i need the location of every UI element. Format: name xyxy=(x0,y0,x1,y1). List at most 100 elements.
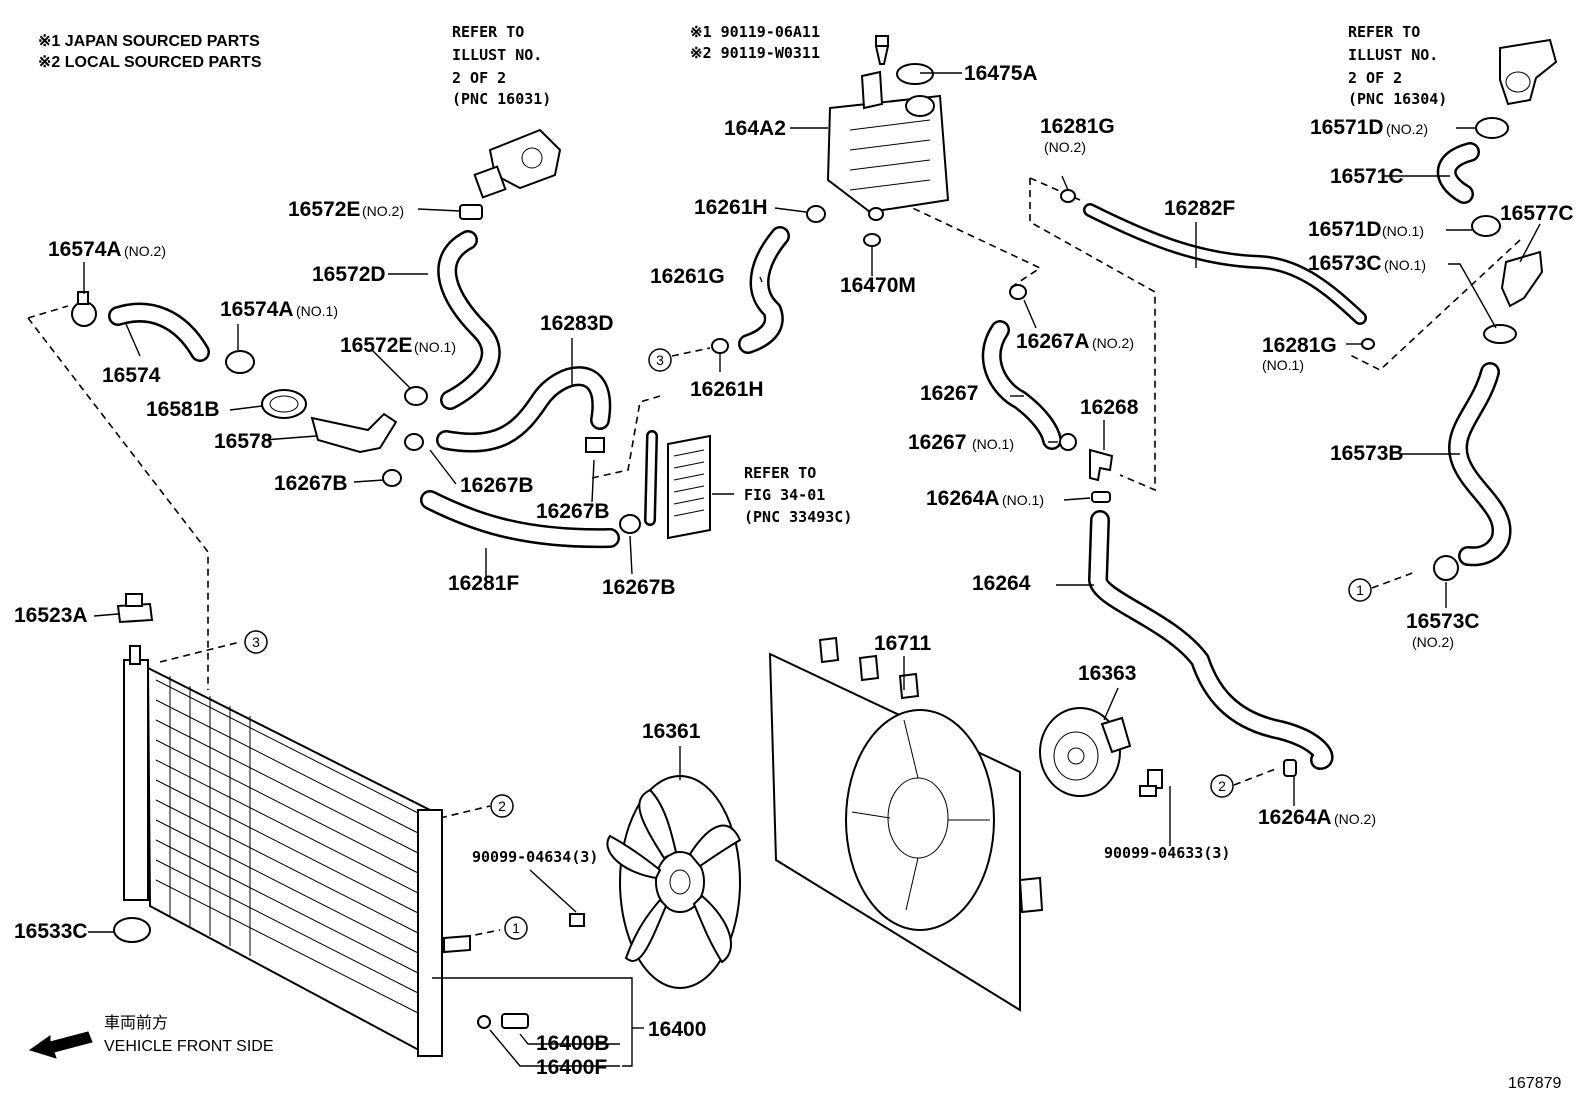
svg-text:3: 3 xyxy=(252,634,260,650)
vehicle-front-indicator: 車両前方 VEHICLE FRONT SIDE xyxy=(28,1014,274,1059)
svg-text:3: 3 xyxy=(656,352,664,368)
clamp-16574A-no2 xyxy=(71,291,97,327)
clamp-16571D-no1 xyxy=(1471,215,1501,237)
label-16282F: 16282F xyxy=(1164,197,1235,220)
label-16571D-no2-sub: (NO.2) xyxy=(1386,121,1428,137)
label-16267B-a: 16267B xyxy=(460,474,534,497)
svg-text:1: 1 xyxy=(1356,582,1364,598)
label-16574: 16574 xyxy=(102,364,161,387)
label-16361: 16361 xyxy=(642,720,701,743)
cap-16523A xyxy=(116,593,154,624)
label-16267-no1-sub: (NO.1) xyxy=(972,436,1014,452)
drain-16400B xyxy=(501,1013,529,1029)
label-16577C: 16577C xyxy=(1500,202,1574,225)
label-16574A-no1: 16574A xyxy=(220,298,294,321)
fan-16361 xyxy=(606,775,742,989)
hose-16283D xyxy=(436,366,612,453)
hose-16261G xyxy=(738,226,790,354)
label-16581B: 16581B xyxy=(146,398,220,421)
label-16281G-no2-sub: (NO.2) xyxy=(1044,139,1086,155)
grommet-16470M xyxy=(863,233,881,247)
label-16572E-no2: 16572E xyxy=(288,198,360,221)
label-16573C-no2-sub: (NO.2) xyxy=(1412,634,1454,650)
label-16261H-b: 16261H xyxy=(690,378,764,401)
clamp-16267B-b xyxy=(382,469,402,487)
label-16573C-no2: 16573C xyxy=(1406,610,1480,633)
svg-text:(PNC 16304): (PNC 16304) xyxy=(1348,90,1447,108)
label-16267B-b: 16267B xyxy=(274,472,348,495)
note-japan-sourced: ※1 JAPAN SOURCED PARTS xyxy=(38,33,260,50)
hose-16572D xyxy=(437,230,501,410)
bolt-ref-2: ※2 90119-W0311 xyxy=(690,44,820,62)
figure-id: 167879 xyxy=(1508,1075,1561,1092)
clamp-16264A-no1 xyxy=(1091,491,1111,503)
refer-block-fig: REFER TO FIG 34-01 (PNC 33493C) xyxy=(744,464,852,526)
svg-text:FIG 34-01: FIG 34-01 xyxy=(744,486,825,504)
label-16574A-no2-sub: (NO.2) xyxy=(124,243,166,259)
label-164A2: 164A2 xyxy=(724,117,786,140)
pipe-16578 xyxy=(310,412,398,454)
clamp-16572E-no2 xyxy=(459,204,483,220)
label-16281G-no1: 16281G xyxy=(1262,334,1337,357)
refer-block-left: REFER TO ILLUST NO. 2 OF 2 (PNC 16031) xyxy=(452,23,551,108)
svg-text:ILLUST NO.: ILLUST NO. xyxy=(1348,46,1438,64)
label-16571D-no1: 16571D xyxy=(1308,218,1382,241)
label-16573C-no1: 16573C xyxy=(1308,252,1382,275)
label-16264: 16264 xyxy=(972,572,1031,595)
label-16261H-a: 16261H xyxy=(694,196,768,219)
clamp-16261H-a xyxy=(806,205,826,223)
clamp-16281G-no1 xyxy=(1361,338,1375,350)
dash-left-top xyxy=(27,305,69,319)
fitting-16577C xyxy=(1500,250,1544,308)
hose-16267 xyxy=(981,320,1062,450)
cap-16475A xyxy=(896,63,934,85)
label-16264A-no2-sub: (NO.2) xyxy=(1334,811,1376,827)
label-16533C: 16533C xyxy=(14,920,88,943)
plug-16533C xyxy=(113,917,151,943)
label-16267B-d: 16267B xyxy=(602,576,676,599)
label-16264A-no2: 16264A xyxy=(1258,806,1332,829)
label-16475A: 16475A xyxy=(964,62,1038,85)
clamp-16267B-c xyxy=(585,437,605,453)
label-bolt-motor: 90099-04633(3) xyxy=(1104,844,1230,862)
label-16571D-no1-sub: (NO.1) xyxy=(1382,223,1424,239)
clamp-16573C-no1 xyxy=(1483,324,1517,344)
label-16283D: 16283D xyxy=(540,312,614,335)
label-16267B-c: 16267B xyxy=(536,500,610,523)
front-label-jp: 車両前方 xyxy=(104,1014,168,1032)
front-arrow-icon xyxy=(28,1031,93,1059)
svg-text:REFER TO: REFER TO xyxy=(452,23,524,41)
dash-tank-link xyxy=(869,187,1042,289)
svg-text:ILLUST NO.: ILLUST NO. xyxy=(452,46,542,64)
label-16573B: 16573B xyxy=(1330,442,1404,465)
fan-motor-16363 xyxy=(1039,707,1132,797)
hose-16264 xyxy=(1088,510,1334,770)
note-local-sourced: ※2 LOCAL SOURCED PARTS xyxy=(38,54,262,71)
clamp-16574A-no1 xyxy=(225,350,255,374)
bolt-ref-1: ※1 90119-06A11 xyxy=(690,23,820,41)
fan-shroud-16711 xyxy=(768,636,1044,1012)
clamp-16264A-no2 xyxy=(1283,759,1297,777)
hose-16574 xyxy=(108,302,210,362)
hose-16281F xyxy=(420,490,620,549)
dash-left-diagonal xyxy=(27,317,209,690)
clamp-16267A-no2 xyxy=(1009,284,1027,300)
dash-right-box xyxy=(1349,239,1521,371)
label-16267-no1: 16267 xyxy=(908,431,966,454)
callout-1-right: 1 xyxy=(1348,578,1372,602)
label-16573C-no1-sub: (NO.1) xyxy=(1384,257,1426,273)
bolt-90119 xyxy=(874,35,890,65)
thermostat-housing-16031 xyxy=(473,128,562,199)
callout-2-left: 2 xyxy=(490,794,514,818)
label-bolt-fan: 90099-04634(3) xyxy=(472,848,598,866)
callout-3-left: 3 xyxy=(244,630,268,654)
label-16400: 16400 xyxy=(648,1018,706,1041)
dash-center-box xyxy=(1029,178,1156,492)
label-16572E-no1: 16572E xyxy=(340,334,412,357)
label-16572E-no1-sub: (NO.1) xyxy=(414,339,456,355)
label-16281G-no2: 16281G xyxy=(1040,115,1115,138)
clamp-16571D-no2 xyxy=(1475,117,1509,139)
label-16267: 16267 xyxy=(920,382,978,405)
label-16571D-no2: 16571D xyxy=(1310,116,1384,139)
label-16281G-no1-sub: (NO.1) xyxy=(1262,357,1304,373)
